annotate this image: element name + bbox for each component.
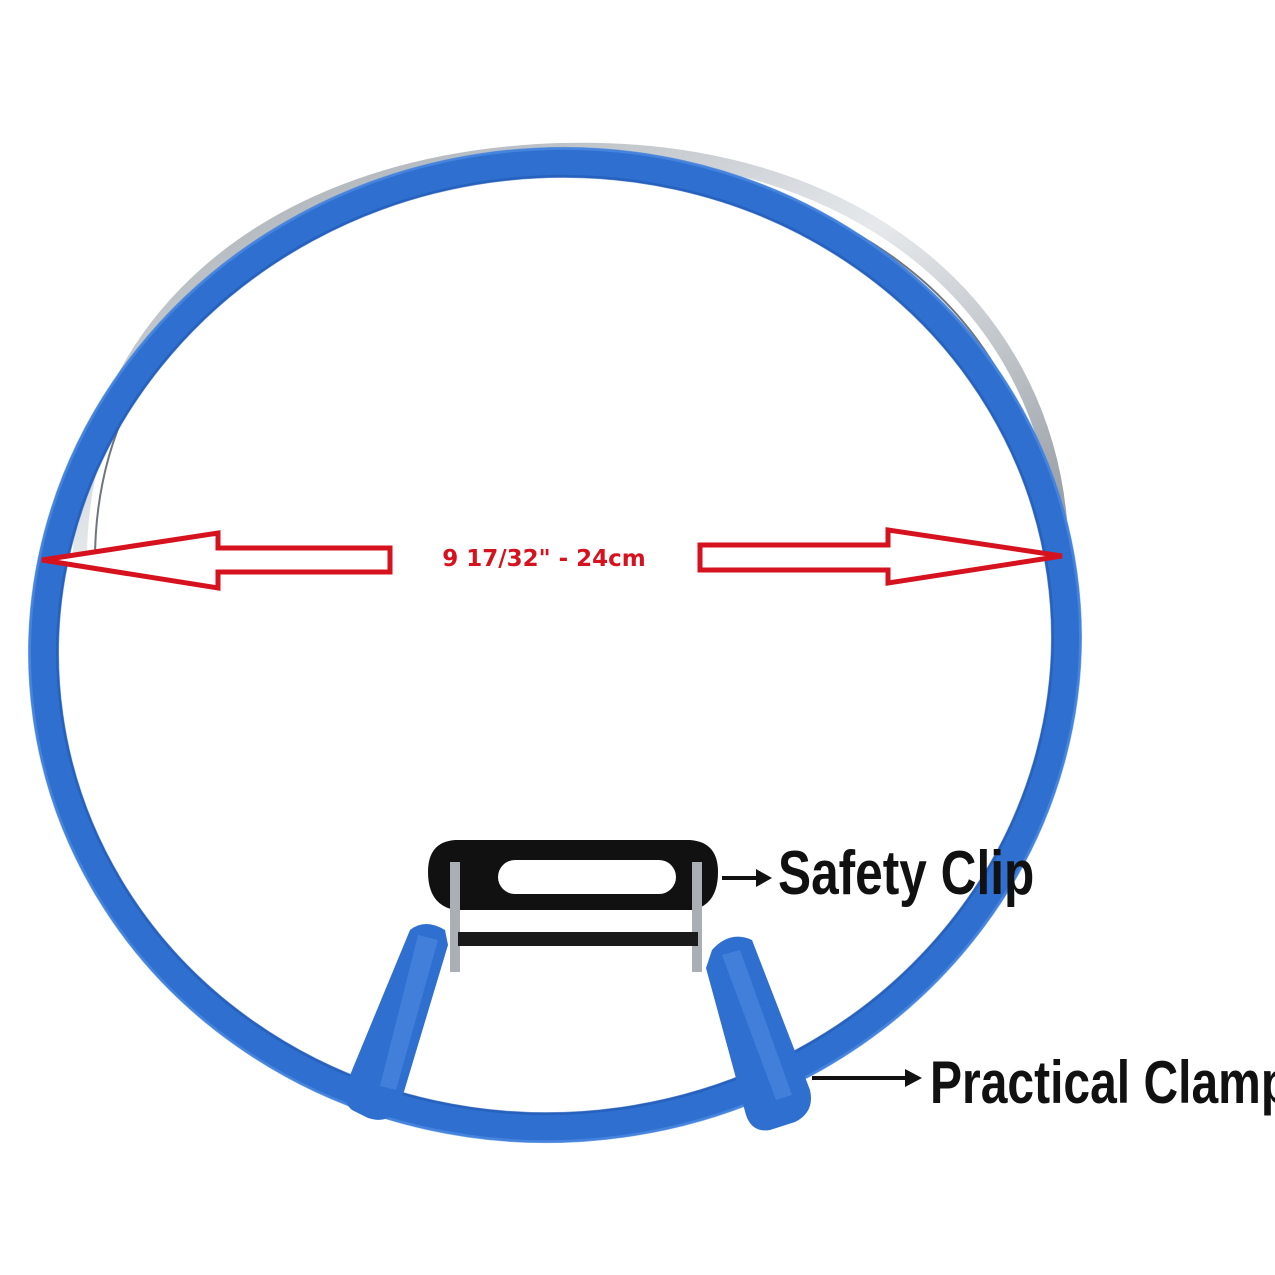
dimension-arrow-right	[697, 527, 1063, 586]
practical-clamp-label: Practical Clamp	[930, 1049, 1275, 1116]
blue-hoop-ring	[28, 146, 1082, 1144]
safety-clip-label: Safety Clip	[778, 839, 1035, 908]
safety-clip-pointer-arrow	[722, 869, 772, 887]
practical-clamp-pointer-arrow	[812, 1069, 922, 1087]
safety-clip	[428, 840, 718, 972]
practical-clamp	[344, 924, 811, 1131]
dimension-arrow-left	[41, 530, 393, 591]
metal-inner-ring	[73, 142, 1067, 561]
diameter-label: 9 17/32" - 24cm	[442, 546, 646, 572]
